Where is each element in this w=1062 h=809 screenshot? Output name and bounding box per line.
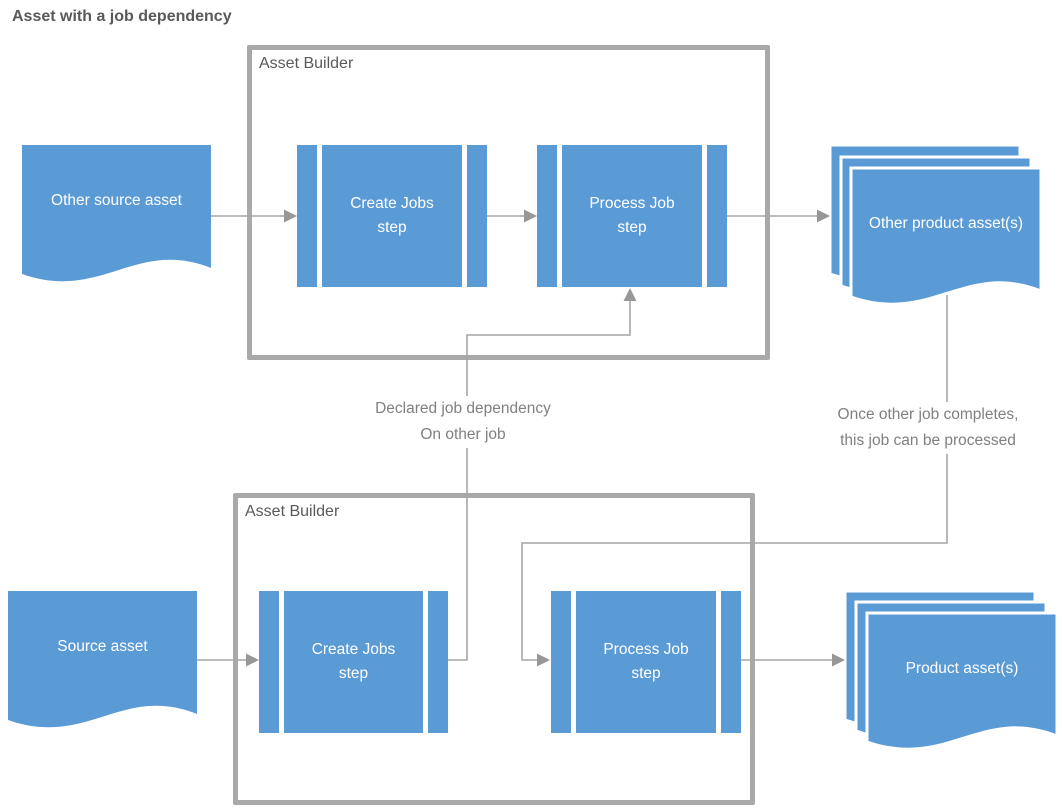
create-jobs-step-top-label: Create Jobs step [322,145,462,287]
product-assets-label: Product asset(s) [905,660,1019,678]
process-side-bar [537,145,557,287]
process-side-bar [707,145,727,287]
process-side-bar [297,145,317,287]
job-completes-annotation: Once other job completes, this job can b… [805,402,1051,454]
declared-dependency-annotation: Declared job dependency On other job [343,396,583,448]
source-asset-label: Source asset [57,638,148,656]
process-job-step-bottom-label: Process Job step [576,591,716,733]
process-side-bar [428,591,448,733]
process-side-bar [721,591,741,733]
annotation-line: On other job [420,426,506,443]
asset-builder-bottom-label: Asset Builder [245,503,340,520]
diagram-title: Asset with a job dependency [12,8,232,25]
process-job-step-top-box: Process Job step [537,145,727,287]
arrowhead-into-other-product [817,209,830,223]
other-product-assets-label: Other product asset(s) [868,215,1024,233]
annotation-line: this job can be processed [840,432,1016,449]
process-job-step-top-label: Process Job step [562,145,702,287]
create-jobs-step-bottom-box: Create Jobs step [259,591,448,733]
annotation-line: Declared job dependency [375,400,551,417]
process-side-bar [259,591,279,733]
other-source-asset-label: Other source asset [51,192,182,210]
process-side-bar [551,591,571,733]
arrowhead-into-product [832,653,845,667]
create-jobs-step-top-box: Create Jobs step [297,145,487,287]
asset-builder-top-label: Asset Builder [259,55,354,72]
process-job-step-bottom-box: Process Job step [551,591,741,733]
annotation-line: Once other job completes, [837,406,1019,423]
create-jobs-step-bottom-label: Create Jobs step [284,591,423,733]
process-side-bar [467,145,487,287]
